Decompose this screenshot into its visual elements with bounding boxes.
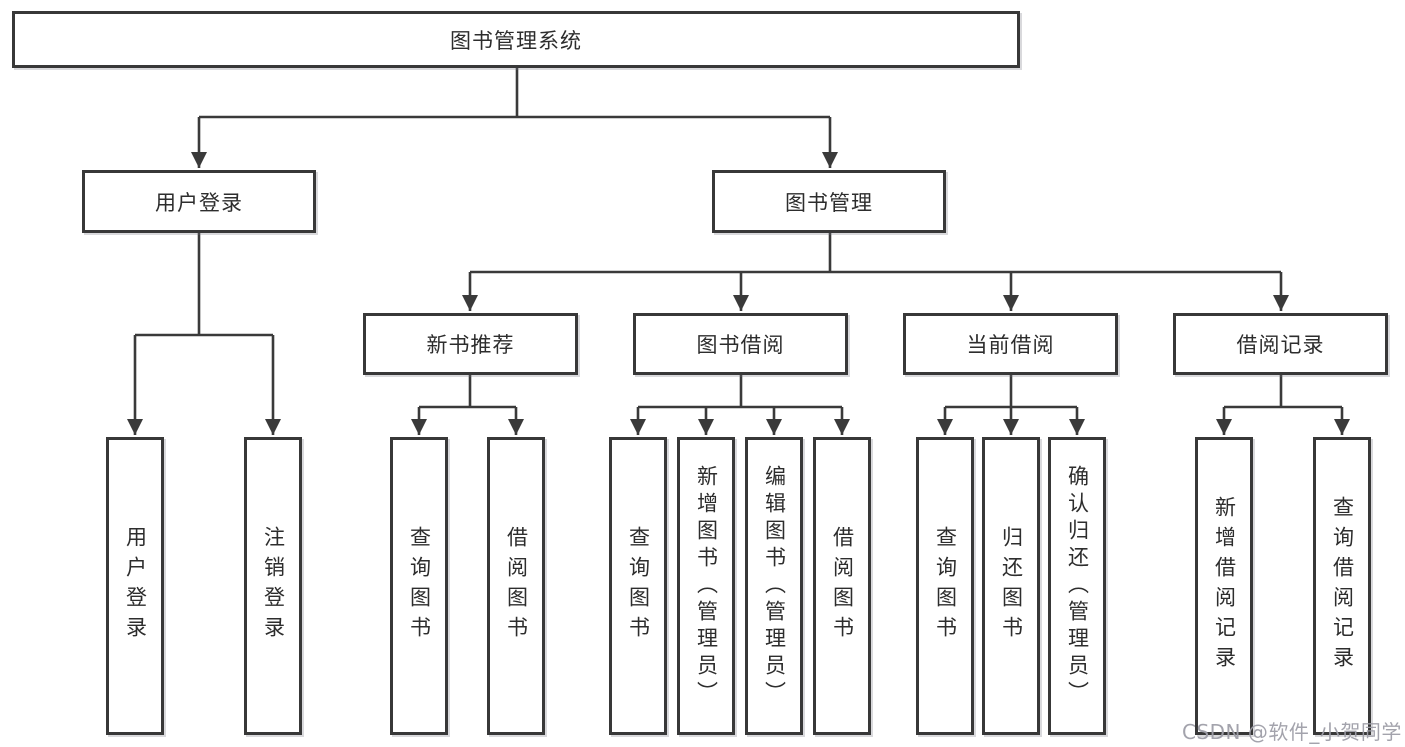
leaf-label: 查询图书 (626, 526, 651, 646)
leaf-add-borrow-record: 新增借阅记录 (1195, 437, 1253, 735)
node-label: 图书管理系统 (450, 28, 582, 53)
node-label: 新书推荐 (426, 333, 515, 357)
leaf-label: 查询借阅记录 (1330, 496, 1355, 676)
leaf-edit-books-admin: 编辑图书（管理员） (745, 437, 803, 735)
node-book-management: 图书管理 (712, 170, 946, 233)
leaf-query-books-borrowing: 查询图书 (609, 437, 667, 735)
leaf-label: 编辑图书（管理员） (762, 464, 787, 708)
node-library-management-system: 图书管理系统 (12, 11, 1020, 68)
leaf-user-login: 用户登录 (106, 437, 164, 735)
node-label: 图书借阅 (696, 333, 785, 357)
node-label: 借阅记录 (1236, 333, 1325, 357)
leaf-label: 用户登录 (123, 526, 148, 646)
node-label: 用户登录 (155, 190, 243, 215)
leaf-label: 确认归还（管理员） (1065, 464, 1090, 708)
leaf-add-books-admin: 新增图书（管理员） (677, 437, 735, 735)
leaf-label: 归还图书 (999, 526, 1024, 646)
csdn-watermark: CSDN @软件_小贺同学 (1182, 720, 1402, 744)
leaf-return-books: 归还图书 (982, 437, 1040, 735)
node-user-login: 用户登录 (82, 170, 316, 233)
leaf-label: 注销登录 (261, 526, 286, 646)
node-current-borrowing: 当前借阅 (903, 313, 1118, 375)
leaf-query-books-current: 查询图书 (916, 437, 974, 735)
node-new-book-recommendation: 新书推荐 (363, 313, 578, 375)
leaf-logout: 注销登录 (244, 437, 302, 735)
leaf-borrow-books-recommend: 借阅图书 (487, 437, 545, 735)
leaf-query-books-recommend: 查询图书 (390, 437, 448, 735)
leaf-label: 新增图书（管理员） (694, 464, 719, 708)
node-label: 当前借阅 (966, 333, 1055, 357)
leaf-label: 查询图书 (407, 526, 432, 646)
leaf-borrow-books: 借阅图书 (813, 437, 871, 735)
node-book-borrowing: 图书借阅 (633, 313, 848, 375)
leaf-label: 借阅图书 (830, 526, 855, 646)
leaf-label: 查询图书 (933, 526, 958, 646)
leaf-query-borrow-record: 查询借阅记录 (1313, 437, 1371, 735)
node-label: 图书管理 (785, 190, 873, 215)
leaf-confirm-return-admin: 确认归还（管理员） (1048, 437, 1106, 735)
leaf-label: 新增借阅记录 (1212, 496, 1237, 676)
leaf-label: 借阅图书 (504, 526, 529, 646)
node-borrowing-records: 借阅记录 (1173, 313, 1388, 375)
